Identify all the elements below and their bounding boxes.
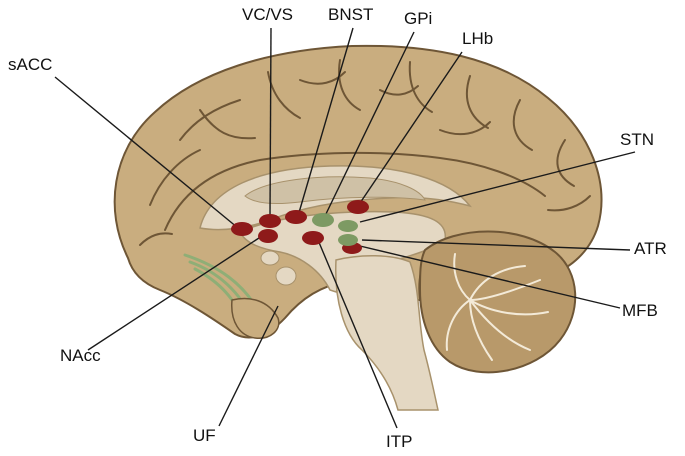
leader-mfb	[359, 245, 621, 309]
leader-nacc	[87, 235, 263, 351]
target-bnst	[285, 210, 307, 224]
label-vc-vs: VC/VS	[242, 5, 293, 24]
leader-sacc	[54, 76, 239, 229]
target-lhb	[347, 200, 369, 214]
optic-chiasm	[260, 250, 280, 266]
leader-gpi	[323, 31, 415, 219]
label-mfb: MFB	[622, 301, 658, 320]
brainstem	[335, 254, 439, 411]
target-nacc	[258, 229, 278, 243]
leader-bnst	[297, 27, 354, 217]
label-stn: STN	[620, 130, 654, 149]
target-atr	[338, 234, 358, 246]
pituitary	[275, 266, 297, 286]
label-bnst: BNST	[328, 5, 373, 24]
green-targets	[312, 213, 358, 246]
label-atr: ATR	[634, 239, 667, 258]
cerebellum	[418, 230, 577, 374]
leader-stn	[359, 151, 636, 223]
target-itp	[302, 231, 324, 245]
leader-lhb	[357, 51, 463, 207]
leader-uf	[218, 305, 279, 427]
label-uf: UF	[193, 426, 216, 445]
leader-lines	[54, 27, 636, 429]
leader-itp	[317, 239, 398, 429]
red-targets	[231, 200, 369, 254]
leader-atr	[361, 239, 631, 251]
target-stn	[338, 220, 358, 232]
target-sacc	[231, 222, 253, 236]
cerebellum-folia	[445, 253, 549, 361]
leader-vc-vs	[269, 27, 272, 217]
lateral-ventricle	[244, 176, 426, 205]
target-gpi	[312, 213, 334, 227]
label-lhb: LHb	[462, 29, 493, 48]
label-itp: ITP	[386, 432, 412, 451]
target-vc-vs	[259, 214, 281, 228]
label-nacc: NAcc	[60, 346, 101, 365]
sulci	[139, 59, 591, 246]
label-gpi: GPi	[404, 9, 432, 28]
label-sacc: sACC	[8, 55, 52, 74]
